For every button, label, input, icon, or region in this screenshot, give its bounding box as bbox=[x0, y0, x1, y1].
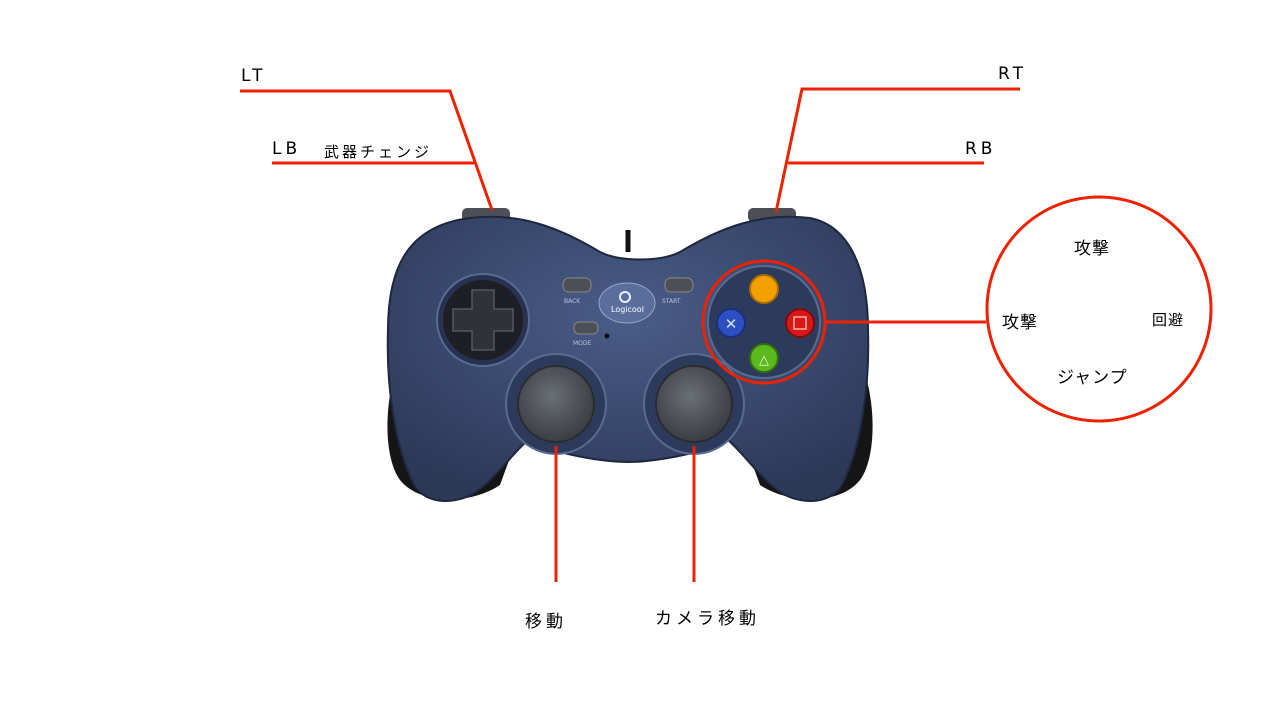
right-stick-label: カメラ移動 bbox=[655, 609, 760, 629]
face-top-label: 攻撃 bbox=[1074, 239, 1110, 259]
blue-face-button[interactable] bbox=[716, 308, 746, 338]
logo-icon bbox=[619, 291, 631, 303]
face-left-label: 攻撃 bbox=[1002, 313, 1038, 333]
face-right-label: 回避 bbox=[1152, 311, 1185, 329]
start-button[interactable] bbox=[664, 277, 694, 293]
lb-label: LB bbox=[272, 139, 302, 159]
face-buttons-highlight-circle bbox=[701, 259, 827, 385]
square-glyph-icon bbox=[793, 316, 807, 330]
x-glyph-icon: ✕ bbox=[725, 315, 738, 333]
left-stick-label: 移動 bbox=[525, 612, 567, 632]
yellow-face-button[interactable] bbox=[749, 274, 779, 304]
lt-label: LT bbox=[241, 66, 267, 86]
lt-callout-line bbox=[240, 89, 494, 211]
start-button-label: START bbox=[662, 298, 681, 305]
face-buttons-legend-circle bbox=[985, 195, 1213, 423]
back-button-label: BACK bbox=[564, 298, 581, 305]
lb-action-label: 武器チェンジ bbox=[324, 143, 433, 161]
left-analog-stick[interactable] bbox=[517, 365, 595, 443]
rt-callout-line bbox=[774, 87, 1020, 213]
mode-button-label: MODE bbox=[573, 340, 592, 347]
logo-text: Logicool bbox=[611, 305, 644, 314]
mode-button[interactable] bbox=[573, 321, 599, 335]
callout-lines bbox=[240, 87, 1213, 582]
logo-badge bbox=[598, 282, 656, 324]
dpad[interactable] bbox=[452, 289, 514, 351]
mode-led bbox=[604, 333, 610, 339]
triangle-glyph-icon: △ bbox=[759, 353, 769, 368]
right-analog-stick[interactable] bbox=[655, 365, 733, 443]
rt-label: RT bbox=[998, 64, 1027, 84]
face-buttons-area bbox=[707, 265, 821, 379]
rb-label: RB bbox=[965, 139, 997, 159]
green-face-button[interactable] bbox=[749, 343, 779, 373]
face-bottom-label: ジャンプ bbox=[1057, 368, 1128, 388]
back-button[interactable] bbox=[562, 277, 592, 293]
red-face-button[interactable] bbox=[785, 308, 815, 338]
